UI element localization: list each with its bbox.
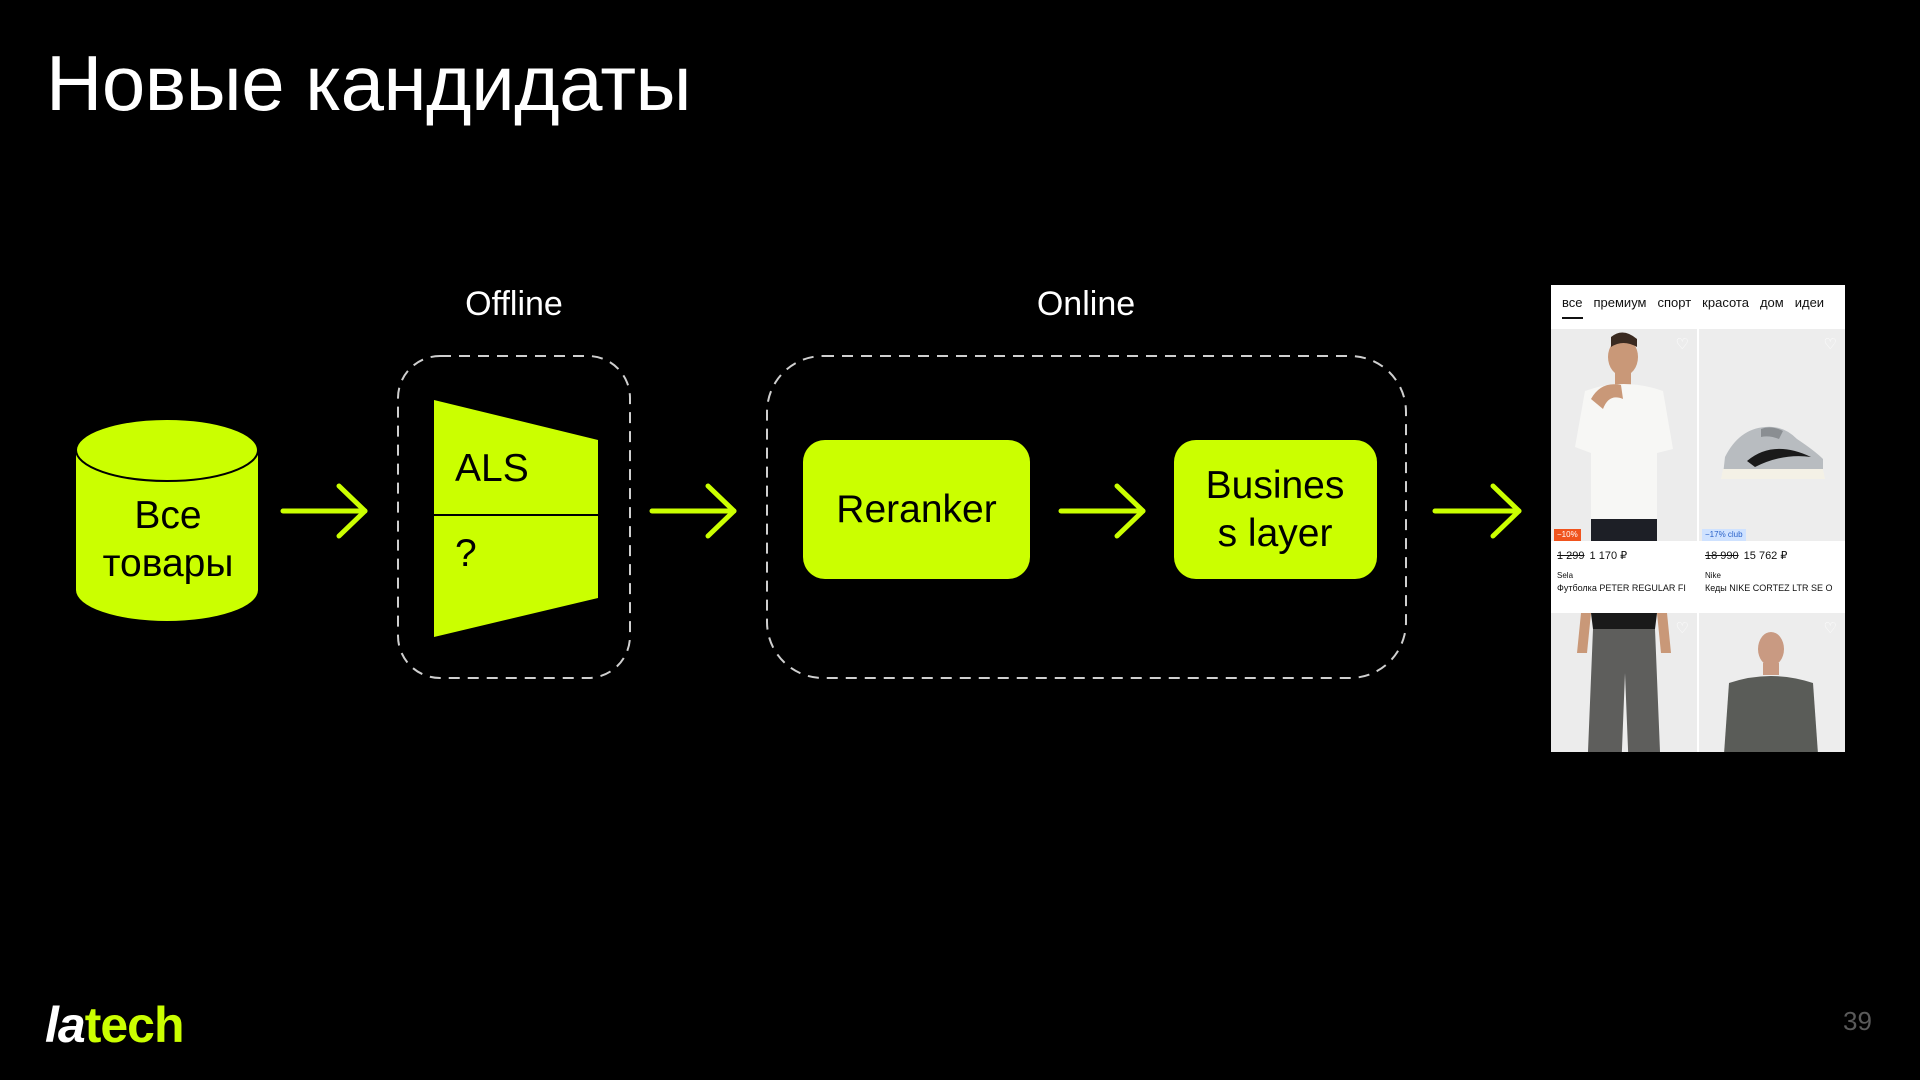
reranker-box [803,440,1030,579]
sneaker-photo [1699,329,1845,541]
tab-ideas[interactable]: идеи [1794,295,1825,310]
person-sweater-photo [1699,613,1845,752]
current-price: 15 762 ₽ [1743,550,1788,562]
product-photo: ♡ −10% [1551,329,1697,541]
product-photo: ♡ −17% club [1699,329,1845,541]
section-label-offline: Offline [465,285,563,323]
person-tshirt-photo [1551,329,1697,541]
product-name: Футболка PETER REGULAR FI [1557,583,1686,593]
discount-badge: −10% [1554,529,1581,541]
heart-icon[interactable]: ♡ [1675,620,1689,637]
tab-sport[interactable]: спорт [1657,295,1692,310]
product-name: Кеды NIKE CORTEZ LTR SE O [1705,583,1833,593]
arrow-icon [1432,483,1522,539]
product-photo: ♡ [1551,613,1697,752]
offline-group-frame [397,355,631,679]
tab-beauty[interactable]: красота [1702,295,1749,310]
node-label-als: ALS [455,447,529,490]
node-label-business-layer: Busines s layer [1205,463,1345,555]
current-price: 1 170 ₽ [1589,550,1628,562]
product-photo: ♡ [1699,613,1845,752]
product-card[interactable]: ♡ [1699,613,1845,752]
product-card[interactable]: ♡ −17% club 18 990 15 762 ₽ Nike Кеды NIK… [1699,329,1845,593]
business-layer-box [1174,440,1377,579]
old-price: 18 990 [1705,550,1739,562]
tab-home[interactable]: дом [1759,295,1784,310]
arrow-icon [280,483,368,539]
heart-icon[interactable]: ♡ [1823,336,1837,353]
arrow-icon [1058,483,1146,539]
category-tabs: все премиум спорт красота дом идеи [1551,285,1845,319]
product-brand: Nike [1705,571,1722,580]
node-label-unknown: ? [455,532,477,575]
section-label-online: Online [1036,285,1136,323]
node-label-reranker: Reranker [836,487,997,531]
node-label-all-items: Все товары [102,494,234,585]
tab-all[interactable]: все [1562,295,1583,319]
old-price: 1 299 [1557,550,1585,562]
product-price: 18 990 15 762 ₽ [1699,541,1845,562]
product-card[interactable]: ♡ [1551,613,1697,752]
arrow-icon [649,483,737,539]
candidate-generator-trapezoid [434,400,598,637]
database-cylinder-all-items [75,418,259,621]
company-logo: latech [45,997,185,1053]
product-brand: Sela [1557,571,1574,580]
product-price: 1 299 1 170 ₽ [1551,541,1697,562]
discount-badge: −17% club [1702,529,1746,541]
slide-title: Новые кандидаты [46,39,692,127]
result-screen-preview: все премиум спорт красота дом идеи ♡ −10… [1551,285,1845,752]
tab-premium[interactable]: премиум [1593,295,1647,310]
heart-icon[interactable]: ♡ [1823,620,1837,637]
heart-icon[interactable]: ♡ [1675,336,1689,353]
product-card[interactable]: ♡ −10% 1 299 1 170 ₽ Sela Футболка PETER … [1551,329,1697,593]
person-jeans-photo [1551,613,1697,752]
page-number: 39 [1843,1006,1872,1036]
